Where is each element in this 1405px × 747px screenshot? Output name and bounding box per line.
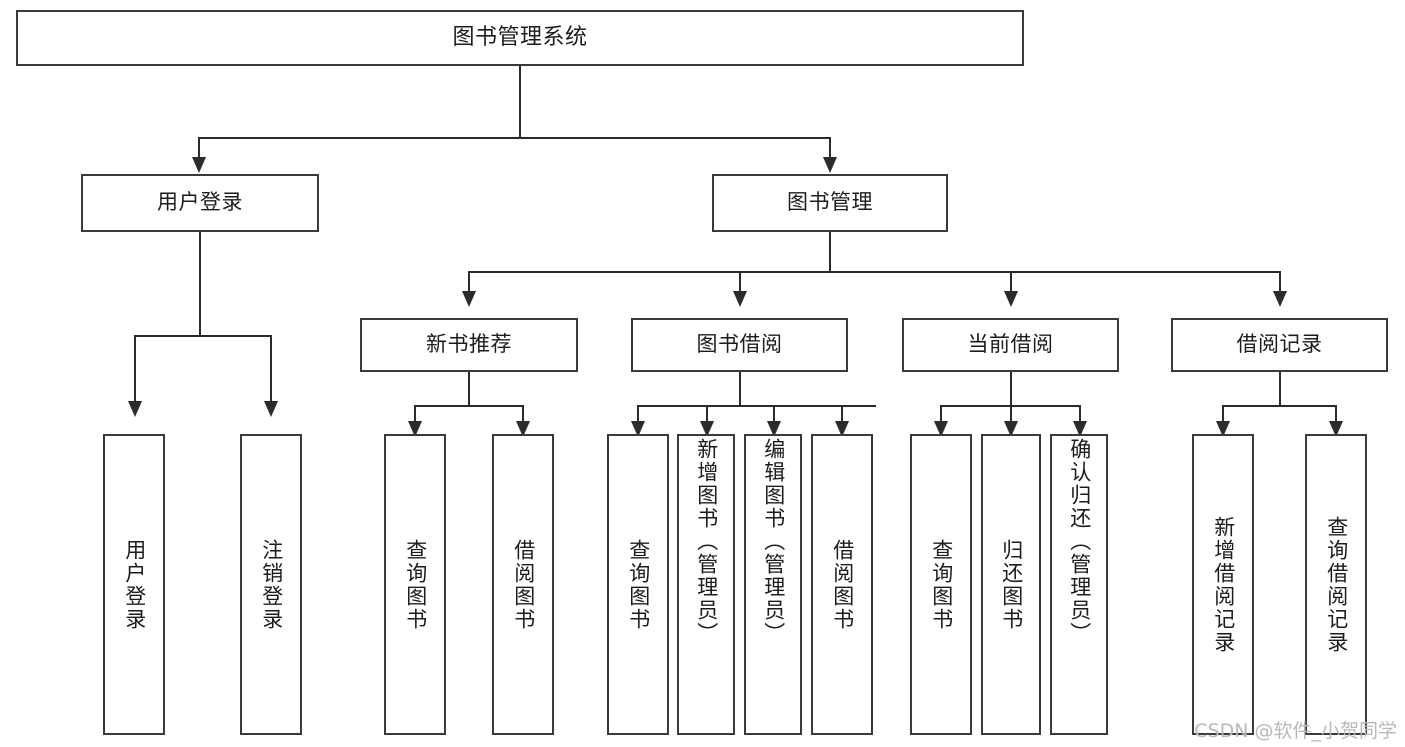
node-label: 查询借阅记录 bbox=[1324, 515, 1349, 654]
connector-nbr-child-1 bbox=[414, 405, 416, 425]
node-label: 查询图书 bbox=[929, 538, 954, 631]
arrow-to-user-login bbox=[192, 157, 206, 173]
connector-to-user-login bbox=[198, 137, 200, 159]
leaf-borrow-record-add-record[interactable]: 新增借阅记录 bbox=[1192, 434, 1254, 735]
leaf-user-login-logout[interactable]: 注销登录 bbox=[240, 434, 302, 735]
connector-nbr-child-2 bbox=[522, 405, 524, 425]
leaf-user-login-login[interactable]: 用户登录 bbox=[103, 434, 165, 735]
connector-new-book-recommend-stem bbox=[468, 372, 470, 406]
arrow-br-child-1 bbox=[1216, 421, 1230, 437]
node-book-borrow[interactable]: 图书借阅 bbox=[631, 318, 848, 372]
arrow-cb-child-3 bbox=[1073, 421, 1087, 437]
arrow-bb-child-4 bbox=[835, 421, 849, 437]
connector-user-login-stem bbox=[199, 232, 201, 336]
node-label: 新增借阅记录 bbox=[1211, 515, 1236, 654]
node-borrow-record[interactable]: 借阅记录 bbox=[1171, 318, 1388, 372]
leaf-book-borrow-borrow-book[interactable]: 借阅图书 bbox=[811, 434, 873, 735]
node-label: 注销登录 bbox=[259, 538, 284, 631]
arrow-bb-child-2 bbox=[700, 421, 714, 437]
node-label: 归还图书 bbox=[999, 538, 1024, 631]
connector-cb-child-1 bbox=[940, 405, 942, 425]
leaf-book-borrow-query-book[interactable]: 查询图书 bbox=[607, 434, 669, 735]
connector-user-login-child-2 bbox=[270, 335, 272, 403]
arrow-nbr-child-1 bbox=[408, 421, 422, 437]
leaf-current-borrow-confirm-return-admin[interactable]: 确认归还（管理员） bbox=[1050, 434, 1108, 735]
arrow-user-login-child-1 bbox=[128, 401, 142, 417]
leaf-book-borrow-add-book-admin[interactable]: 新增图书（管理员） bbox=[677, 434, 735, 735]
connector-book-borrow-bus bbox=[637, 405, 876, 407]
node-label: 新书推荐 bbox=[426, 332, 512, 357]
arrow-to-book-borrow bbox=[733, 291, 747, 307]
node-label: 借阅图书 bbox=[830, 538, 855, 631]
node-user-login[interactable]: 用户登录 bbox=[81, 174, 319, 232]
arrow-bb-child-3 bbox=[767, 421, 781, 437]
connector-bb-child-1 bbox=[637, 405, 639, 425]
connector-bb-child-2 bbox=[706, 405, 708, 425]
node-root-book-management-system[interactable]: 图书管理系统 bbox=[16, 10, 1024, 66]
connector-user-login-bus bbox=[134, 335, 272, 337]
connector-current-borrow-stem bbox=[1010, 372, 1012, 406]
connector-root-stem bbox=[519, 66, 521, 138]
node-label: 借阅记录 bbox=[1236, 332, 1323, 357]
connector-bb-child-4 bbox=[841, 405, 843, 425]
node-label: 查询图书 bbox=[626, 538, 651, 631]
connector-cb-child-3 bbox=[1079, 405, 1081, 425]
connector-cb-child-2 bbox=[1010, 405, 1012, 425]
arrow-nbr-child-2 bbox=[516, 421, 530, 437]
node-label: 借阅图书 bbox=[511, 538, 536, 631]
connector-book-management-stem bbox=[829, 232, 831, 273]
node-label: 用户登录 bbox=[122, 538, 147, 631]
node-label: 查询图书 bbox=[403, 538, 428, 631]
node-label: 图书管理 bbox=[787, 190, 873, 215]
node-label: 当前借阅 bbox=[967, 332, 1054, 357]
connector-user-login-child-1 bbox=[134, 335, 136, 403]
node-label: 确认归还（管理员） bbox=[1067, 438, 1092, 645]
leaf-new-book-borrow-book[interactable]: 借阅图书 bbox=[492, 434, 554, 735]
node-new-book-recommend[interactable]: 新书推荐 bbox=[360, 318, 578, 372]
leaf-book-borrow-edit-book-admin[interactable]: 编辑图书（管理员） bbox=[744, 434, 802, 735]
arrow-to-borrow-record bbox=[1273, 291, 1287, 307]
connector-bb-child-3 bbox=[773, 405, 775, 425]
arrow-user-login-child-2 bbox=[264, 401, 278, 417]
arrow-br-child-2 bbox=[1329, 421, 1343, 437]
arrow-to-current-borrow bbox=[1004, 291, 1018, 307]
node-book-management[interactable]: 图书管理 bbox=[712, 174, 948, 232]
connector-to-book-management bbox=[829, 137, 831, 159]
connector-level1-bus bbox=[198, 137, 831, 139]
connector-level2-bus bbox=[468, 271, 1280, 273]
node-current-borrow[interactable]: 当前借阅 bbox=[902, 318, 1119, 372]
connector-borrow-record-bus bbox=[1222, 405, 1337, 407]
leaf-current-borrow-query-book[interactable]: 查询图书 bbox=[910, 434, 972, 735]
arrow-to-book-management bbox=[823, 157, 837, 173]
connector-new-book-recommend-bus bbox=[414, 405, 524, 407]
connector-to-new-book-recommend bbox=[468, 271, 470, 293]
connector-book-borrow-stem bbox=[739, 372, 741, 406]
arrow-bb-child-1 bbox=[631, 421, 645, 437]
connector-br-child-1 bbox=[1222, 405, 1224, 425]
connector-to-borrow-record bbox=[1279, 271, 1281, 293]
arrow-cb-child-1 bbox=[934, 421, 948, 437]
leaf-current-borrow-return-book[interactable]: 归还图书 bbox=[981, 434, 1041, 735]
arrow-cb-child-2 bbox=[1004, 421, 1018, 437]
connector-br-child-2 bbox=[1335, 405, 1337, 425]
watermark-text: CSDN @软件_小贺同学 bbox=[1194, 720, 1397, 742]
node-label: 图书借阅 bbox=[696, 332, 783, 357]
leaf-new-book-query-book[interactable]: 查询图书 bbox=[384, 434, 446, 735]
arrow-to-new-book-recommend bbox=[462, 291, 476, 307]
node-label: 图书管理系统 bbox=[452, 24, 588, 50]
connector-borrow-record-stem bbox=[1279, 372, 1281, 406]
node-label: 用户登录 bbox=[157, 190, 243, 215]
node-label: 编辑图书（管理员） bbox=[761, 438, 786, 645]
connector-to-current-borrow bbox=[1010, 271, 1012, 293]
node-label: 新增图书（管理员） bbox=[694, 438, 719, 645]
connector-to-book-borrow bbox=[739, 271, 741, 293]
leaf-borrow-record-query-record[interactable]: 查询借阅记录 bbox=[1305, 434, 1367, 735]
